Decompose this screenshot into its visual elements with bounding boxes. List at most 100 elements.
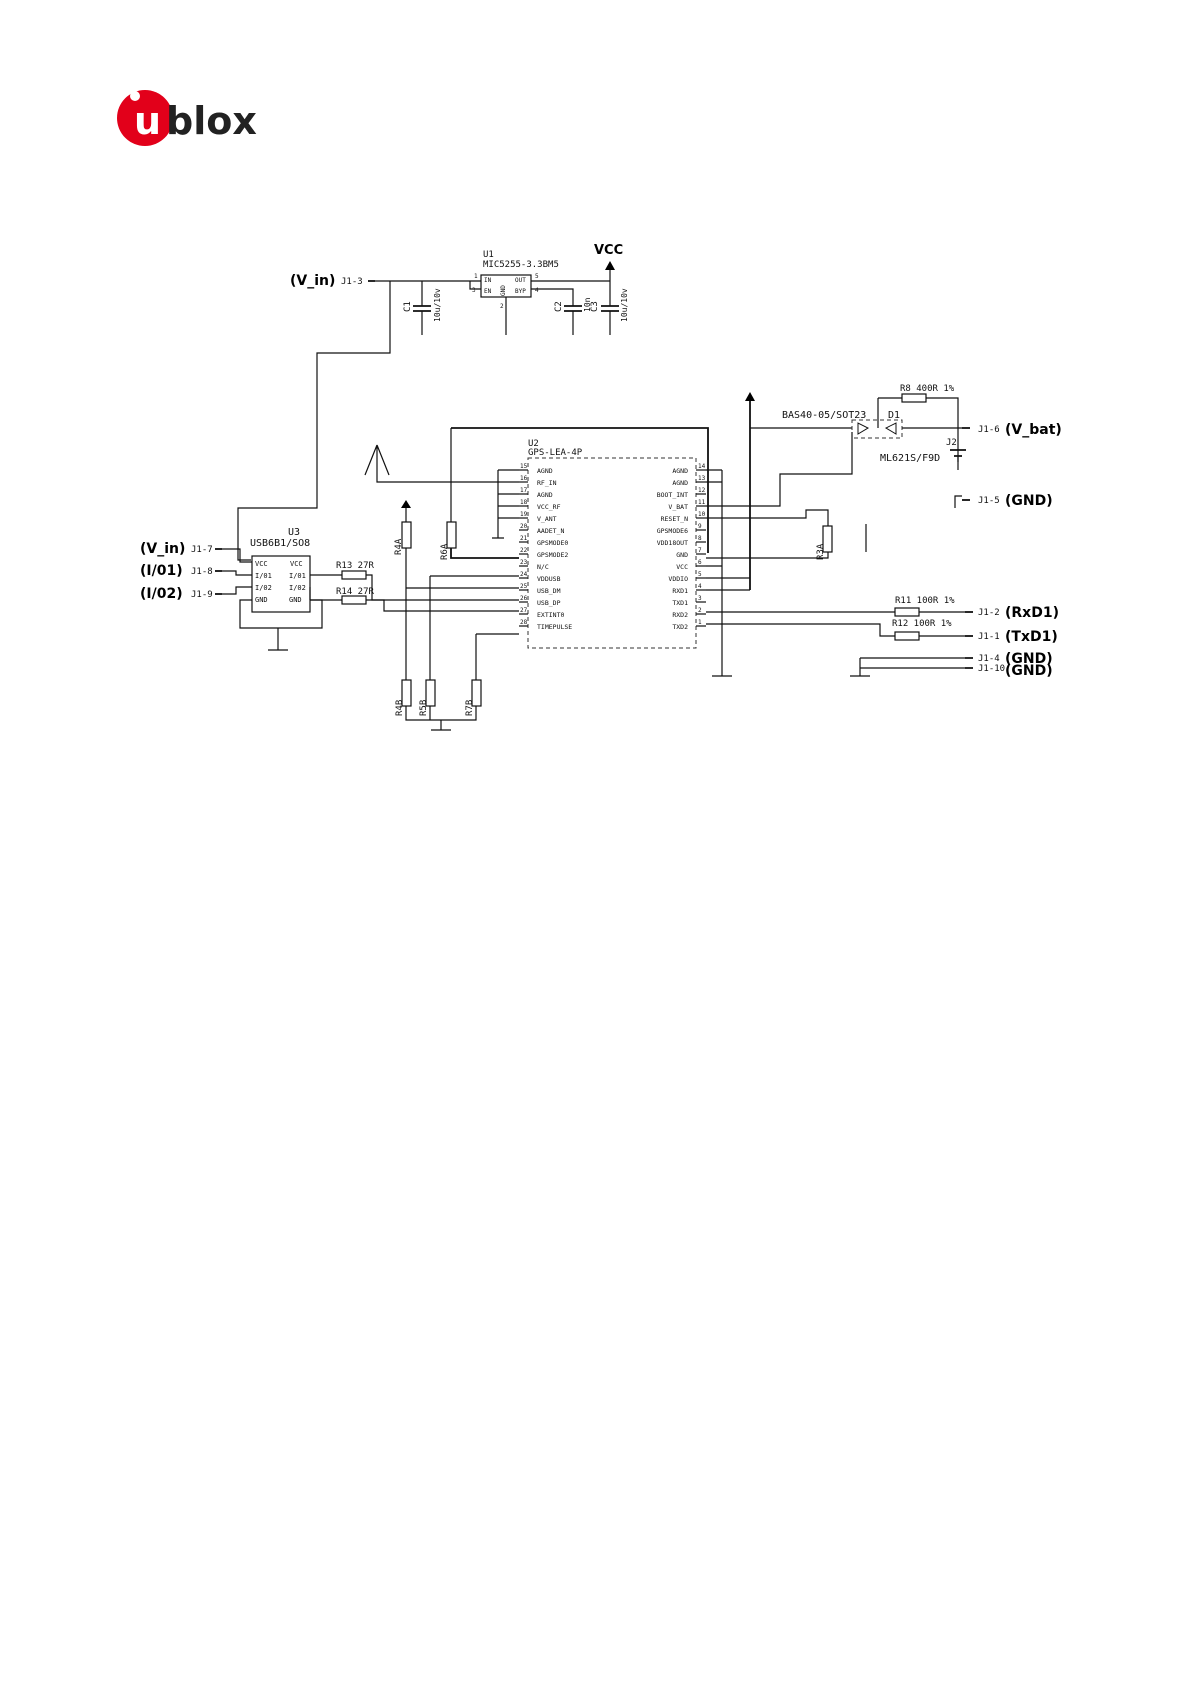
u2-pin-name: RF_IN <box>537 479 557 487</box>
c2-label: C2 <box>554 301 564 312</box>
gps-module: U2 GPS-LEA-4P 15AGND16RF_IN17AGND18VCC_R… <box>364 427 709 731</box>
u2-pin-number: 16 <box>520 475 528 482</box>
svg-text:5: 5 <box>535 273 539 280</box>
svg-text:2: 2 <box>500 303 504 310</box>
u2-pin-number: 2 <box>698 607 702 614</box>
svg-text:GND: GND <box>289 596 302 604</box>
u3-body <box>251 555 311 613</box>
u2-pin-name: BOOT_INT <box>657 491 688 499</box>
u2-pin-number: 6 <box>698 559 702 566</box>
r13-label: R13 27R <box>336 561 375 571</box>
r3-label: R3A <box>816 543 826 560</box>
u2-pin-number: 13 <box>698 475 706 482</box>
svg-text:I/01: I/01 <box>289 572 306 580</box>
r5-label: R5B <box>419 700 429 716</box>
txd1-label: (TxD1) <box>1005 629 1058 645</box>
esd-section: U3 USB6B1/SO8 VCC I/01 I/02 GND VCC I/01… <box>140 527 519 651</box>
svg-text:1: 1 <box>474 273 478 280</box>
u2-pin-11: 11V_BAT <box>668 499 706 511</box>
u2-pin-name: TIMEPULSE <box>537 623 572 631</box>
u2-pin-number: 1 <box>698 619 702 626</box>
c3-value: 10u/10v <box>620 288 629 322</box>
v-in-top-label: (V_in) <box>290 273 335 289</box>
svg-text:J1-5: J1-5 <box>978 496 1000 506</box>
u2-pin-name: AADET_N <box>537 527 564 535</box>
u2-pin-number: 5 <box>698 571 702 578</box>
u2-pin-name: GPSMODE0 <box>537 539 568 547</box>
u2-pin-number: 26 <box>520 595 528 602</box>
u2-pin-23: 23N/C <box>519 559 549 571</box>
battery-label: ML621S/F9D <box>880 453 940 464</box>
svg-text:3: 3 <box>472 287 476 294</box>
gnd3-label: (GND) <box>1005 663 1053 679</box>
u2-pin-19: 19V_ANT <box>519 511 557 523</box>
u3-ref: U3 <box>288 527 300 538</box>
u2-pin-number: 25 <box>520 583 528 590</box>
u2-pin-number: 8 <box>698 535 702 542</box>
u2-pin-name: USB_DM <box>537 587 561 595</box>
u2-pin-number: 14 <box>698 463 706 470</box>
r4b-label: R4B <box>395 700 405 716</box>
svg-text:IN: IN <box>484 277 492 284</box>
j2-label: J2 <box>946 438 957 448</box>
d1-label: D1 <box>888 410 900 421</box>
u2-pin-number: 11 <box>698 499 706 506</box>
svg-text:BYP: BYP <box>515 288 526 295</box>
u2-pin-name: VCC_RF <box>537 503 561 511</box>
j1-3-label: J1-3 <box>341 277 363 287</box>
c1-label: C1 <box>403 301 413 312</box>
r11-label: R11 100R 1% <box>895 596 955 606</box>
u2-pin-name: AGND <box>537 491 553 499</box>
u2-pin-number: 20 <box>520 523 528 530</box>
svg-text:J1-1: J1-1 <box>978 632 1000 642</box>
u2-pin-number: 21 <box>520 535 528 542</box>
gnd1-label: (GND) <box>1005 493 1053 509</box>
u2-pin-name: TXD2 <box>672 623 688 631</box>
logo-u: u <box>134 99 161 143</box>
u2-pin-number: 9 <box>698 523 702 530</box>
u2-pin-number: 18 <box>520 499 528 506</box>
c3-label: C3 <box>590 301 600 312</box>
svg-text:J1-8: J1-8 <box>191 567 213 577</box>
svg-text:J1-10: J1-10 <box>978 664 1005 674</box>
u2-left-pins: 15AGND16RF_IN17AGND18VCC_RF19V_ANT20AADE… <box>519 463 572 631</box>
u2-ref: U2 <box>528 439 539 449</box>
u2-right-pins: 14AGND13AGND12BOOT_INT11V_BAT10RESET_N9G… <box>657 463 706 631</box>
vcc-label: VCC <box>594 243 623 258</box>
u2-pin-number: 23 <box>520 559 528 566</box>
u2-pin-name: V_BAT <box>668 503 688 511</box>
u2-pin-number: 3 <box>698 595 702 602</box>
u2-pin-number: 27 <box>520 607 528 614</box>
regulator-section: (V_in) J1-3 C1 10u/10v U1 MIC5255-3.3BM5… <box>237 243 629 561</box>
u2-pin-name: AGND <box>672 479 688 487</box>
svg-text:J1-9: J1-9 <box>191 590 213 600</box>
u2-pin-number: 28 <box>520 619 528 626</box>
svg-text:I/01: I/01 <box>255 572 272 580</box>
u2-pin-number: 19 <box>520 511 528 518</box>
svg-text:I/02: I/02 <box>255 584 272 592</box>
u2-pin-number: 4 <box>698 583 702 590</box>
right-section: BAS40-05/SOT23 D1 R8 400R 1% J2 ML621S/F… <box>706 384 1062 679</box>
u2-pin-name: VDDUSB <box>537 575 561 583</box>
u2-pin-number: 17 <box>520 487 528 494</box>
svg-text:OUT: OUT <box>515 277 526 284</box>
